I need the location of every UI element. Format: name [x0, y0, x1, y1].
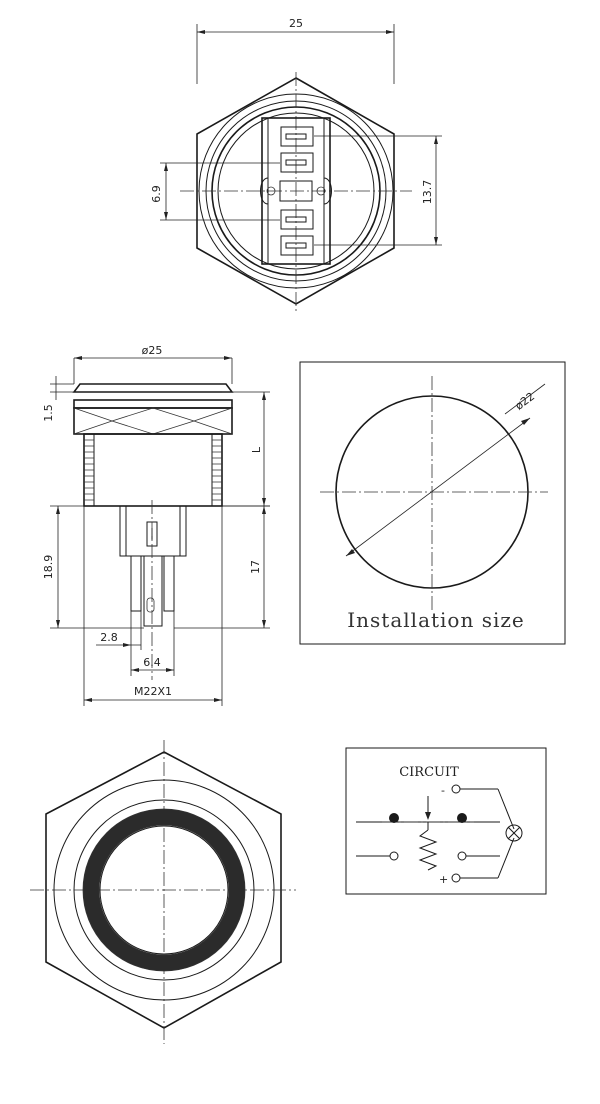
dim-pin-spacing-label: 6.4 [143, 656, 161, 669]
led-ring [83, 809, 245, 971]
dim-diameter-label: ø25 [142, 344, 163, 357]
dim-height-label: 13.7 [421, 180, 434, 205]
dim-thread-label: M22X1 [134, 685, 172, 698]
dim-total-label: 18.9 [42, 555, 55, 580]
dim-terminal-label: 17 [249, 560, 262, 574]
lamp-terminal-minus [451, 784, 461, 794]
contact-open-left [389, 851, 399, 861]
contact-open-right [457, 851, 467, 861]
dim-width-label: 25 [289, 17, 303, 30]
contact-dot-right [457, 813, 467, 823]
installation-panel: ø22 Installation size [299, 361, 566, 645]
side-view: ø25 1.5 L [42, 344, 270, 706]
circuit-minus: - [441, 784, 445, 797]
front-view [30, 740, 296, 1044]
thread-lines [84, 439, 222, 501]
dim-flange-label: 1.5 [42, 404, 55, 422]
lamp-icon [505, 824, 523, 842]
circuit-title: CIRCUIT [399, 765, 459, 780]
terminal-block [261, 117, 331, 265]
install-diameter-label: ø22 [513, 390, 537, 413]
spring-icon [418, 829, 438, 871]
dim-pin-width-label: 2.8 [100, 631, 118, 644]
contact-dot-left [389, 813, 399, 823]
circuit-panel: CIRCUIT - + [345, 747, 547, 895]
lamp-terminal-plus [451, 873, 461, 883]
circuit-plus: + [439, 873, 448, 886]
dim-pins-label: 6.9 [150, 185, 163, 203]
pin-slots [280, 126, 314, 256]
top-view: 25 [150, 17, 442, 312]
dim-length-label: L [250, 446, 263, 453]
installation-caption: Installation size [347, 608, 524, 632]
